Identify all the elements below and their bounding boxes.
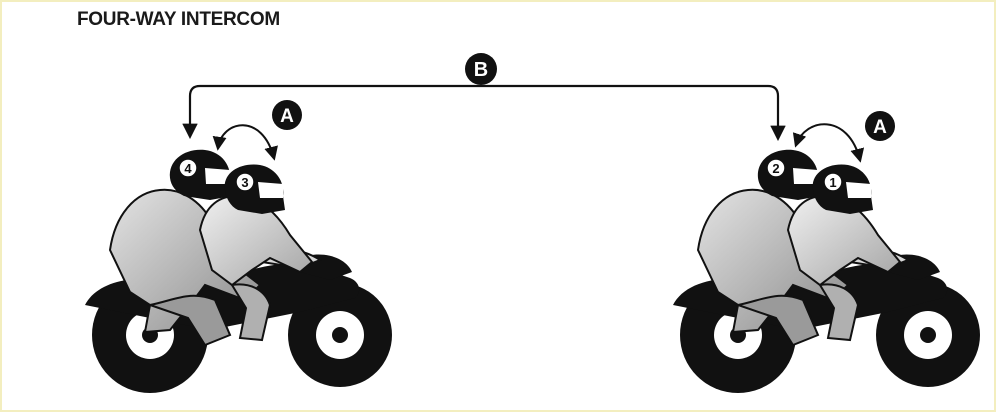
rider-4-marker: 4	[179, 159, 197, 177]
link-b-badge: B	[465, 53, 497, 85]
rider-4-label: 4	[184, 161, 192, 176]
rider-2-marker: 2	[767, 159, 785, 177]
link-a-right-badge: A	[865, 111, 895, 141]
link-a-right-label: A	[873, 117, 887, 138]
link-b-label: B	[474, 59, 488, 81]
rider-3-label: 3	[241, 175, 248, 190]
rider-1-label: 1	[829, 175, 836, 190]
left-pair-link-arrow	[218, 125, 274, 158]
rider-1-marker: 1	[824, 173, 842, 191]
rider-3-marker: 3	[236, 173, 254, 191]
rider-2-label: 2	[772, 161, 779, 176]
link-a-left-badge: A	[272, 100, 302, 130]
link-a-left-label: A	[280, 106, 294, 127]
